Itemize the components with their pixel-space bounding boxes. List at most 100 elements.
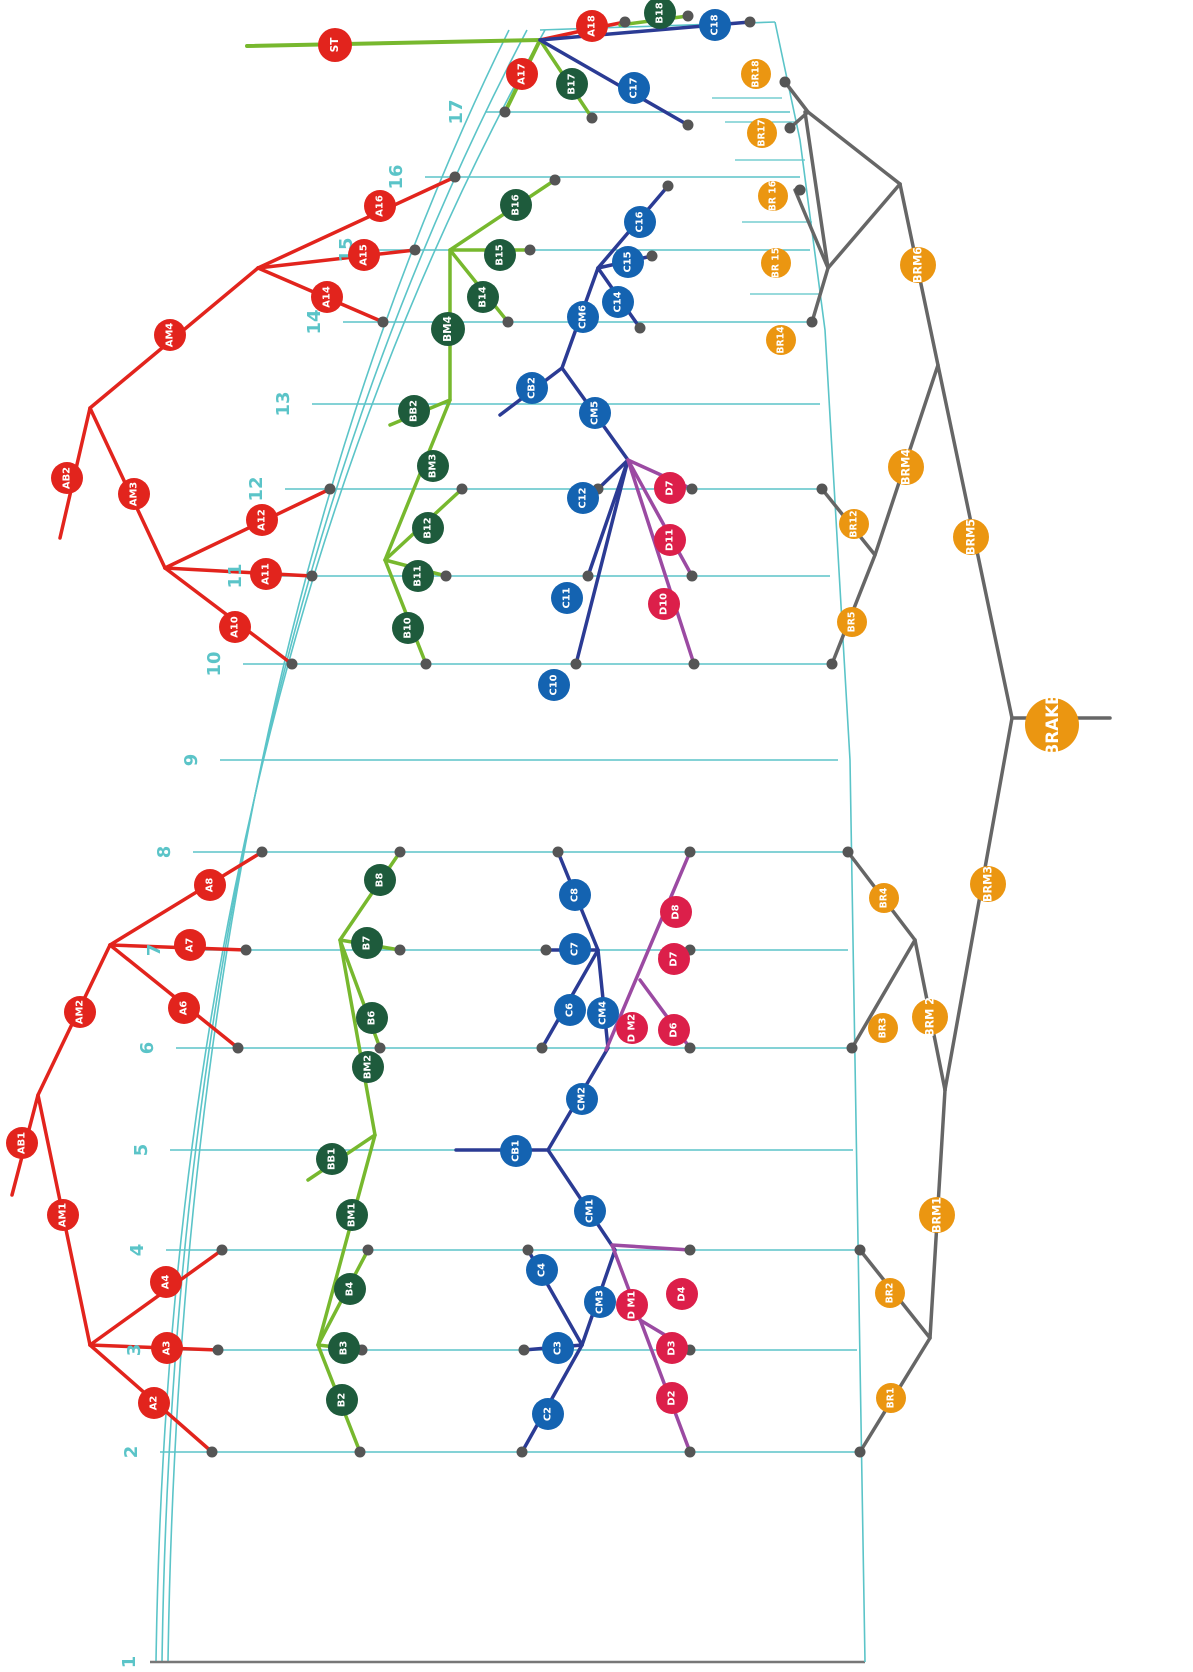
node-circle — [542, 1332, 574, 1364]
node-label: A17 — [517, 63, 528, 85]
node-label: AB2 — [62, 467, 73, 489]
end-dot — [212, 1344, 224, 1356]
station-number: 13 — [273, 391, 294, 416]
station-frame-curve — [155, 29, 546, 1663]
node-circle — [6, 1127, 38, 1159]
end-dot — [440, 570, 452, 582]
node-label: A18 — [587, 15, 598, 37]
node-label: AM1 — [58, 1203, 69, 1228]
branch-segment — [943, 716, 1014, 1092]
node-circle — [364, 864, 396, 896]
station-number: 3 — [124, 1344, 145, 1357]
node: B2 — [326, 1384, 358, 1416]
node: BRM1 — [919, 1197, 955, 1233]
end-dot — [619, 16, 631, 28]
node-label: CM2 — [577, 1087, 588, 1111]
node-circle — [328, 1332, 360, 1364]
branch-path — [610, 1243, 692, 1454]
end-dot — [854, 1244, 866, 1256]
node-label: BRM4 — [900, 449, 913, 485]
node-circle — [559, 933, 591, 965]
node-circle — [526, 1254, 558, 1286]
end-dot — [286, 658, 298, 670]
end-dot — [374, 1042, 386, 1054]
node-label: B7 — [362, 936, 373, 951]
node-circle — [658, 943, 690, 975]
node-circle — [648, 588, 680, 620]
node-label: BRM6 — [912, 247, 925, 283]
node-label: C2 — [543, 1407, 554, 1421]
node: A14 — [311, 281, 343, 313]
node: C10 — [538, 669, 570, 701]
station-number: 6 — [137, 1042, 158, 1055]
branch-segment — [596, 458, 630, 491]
node-circle — [500, 1135, 532, 1167]
node-circle — [194, 869, 226, 901]
node-circle — [868, 1013, 898, 1043]
branch-segment — [586, 458, 630, 578]
node: D M1 — [616, 1289, 648, 1321]
node-label: B14 — [478, 286, 489, 307]
node-circle — [506, 58, 538, 90]
node-circle — [869, 883, 899, 913]
node: C4 — [526, 1254, 558, 1286]
node-label: B3 — [339, 1341, 350, 1356]
node-circle — [919, 1197, 955, 1233]
node-label: C4 — [537, 1263, 548, 1277]
node-circle — [250, 558, 282, 590]
node-circle — [1025, 698, 1079, 752]
node-label: C8 — [570, 888, 581, 902]
node: BRAKE — [1025, 694, 1079, 757]
node: BR14 — [766, 325, 796, 355]
node-circle — [318, 28, 352, 62]
end-dot — [377, 316, 389, 328]
node-label: B6 — [367, 1011, 378, 1026]
node-label: C3 — [553, 1341, 564, 1355]
end-dot — [744, 16, 756, 28]
node: CB1 — [500, 1135, 532, 1167]
node-circle — [402, 560, 434, 592]
node-label: BR 16 — [768, 181, 779, 211]
node: B3 — [328, 1332, 360, 1364]
node: AM2 — [64, 996, 96, 1028]
node-circle — [574, 1195, 606, 1227]
node-circle — [316, 1143, 348, 1175]
node-circle — [654, 524, 686, 556]
end-dot — [420, 658, 432, 670]
station-number: 16 — [386, 164, 407, 189]
station-number: 2 — [121, 1446, 142, 1459]
end-dot — [540, 944, 552, 956]
node-label: B12 — [423, 517, 434, 538]
node: BR4 — [869, 883, 899, 913]
end-dot — [256, 846, 268, 858]
node-label: A14 — [322, 286, 333, 308]
node: D M2 — [616, 1012, 648, 1044]
node: A7 — [174, 929, 206, 961]
node-label: A12 — [257, 509, 268, 531]
node: A11 — [250, 558, 282, 590]
node-label: B2 — [337, 1393, 348, 1408]
node-label: C18 — [710, 14, 721, 35]
node-label: A15 — [359, 244, 370, 266]
node-label: A10 — [230, 616, 241, 638]
end-dot — [216, 1244, 228, 1256]
node-label: C10 — [549, 674, 560, 695]
node: C3 — [542, 1332, 574, 1364]
node: B17 — [556, 68, 588, 100]
node-label: D8 — [671, 904, 682, 919]
end-dot — [682, 10, 694, 22]
node-circle — [970, 866, 1006, 902]
node: D4 — [666, 1278, 698, 1310]
node-circle — [766, 325, 796, 355]
node-label: C6 — [565, 1003, 576, 1017]
end-dot — [206, 1446, 218, 1458]
node-label: BR 15 — [771, 248, 782, 278]
node-circle — [644, 0, 676, 29]
node-circle — [761, 248, 791, 278]
station-number: 4 — [127, 1244, 148, 1257]
node-circle — [484, 239, 516, 271]
node: B6 — [356, 1002, 388, 1034]
end-dot — [688, 658, 700, 670]
end-dot — [394, 846, 406, 858]
